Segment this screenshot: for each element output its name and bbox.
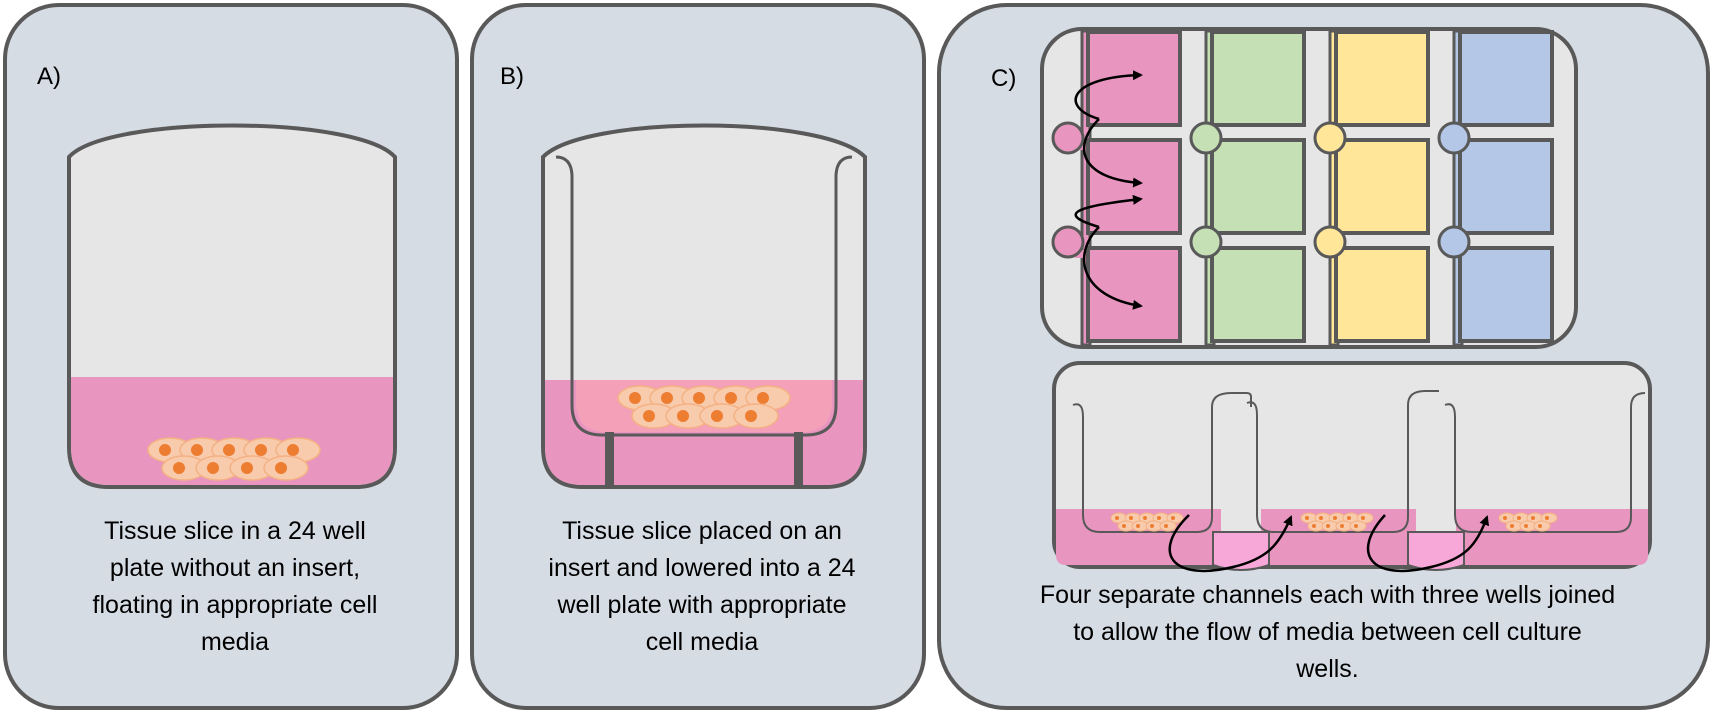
flow-arrow — [1074, 70, 1143, 121]
channel-yellow — [1313, 29, 1430, 347]
caption-line: Four separate channels each with three w… — [1039, 581, 1616, 609]
channel-blue — [1437, 29, 1554, 347]
caption-line: plate without an insert, — [109, 554, 361, 582]
channel-side-view — [1052, 361, 1652, 573]
panel-c-caption: Four separate channels each with three w… — [951, 577, 1704, 688]
insert-leg-left — [605, 432, 614, 487]
cell — [263, 455, 309, 481]
flow-arrow — [1074, 194, 1143, 229]
tissue-slice-left — [1110, 512, 1184, 532]
panel-c: C) — [937, 3, 1710, 710]
tissue-slice-right — [1498, 512, 1558, 532]
panel-a-well-diagram — [67, 123, 397, 489]
panel-b-well-diagram — [541, 123, 867, 489]
tissue-slice — [147, 437, 321, 481]
caption-line: to allow the flow of media between cell … — [1073, 618, 1582, 646]
cell — [733, 403, 779, 429]
channel-green — [1189, 29, 1306, 347]
caption-line: media — [200, 628, 270, 656]
insert-outline — [555, 155, 853, 437]
caption-line: cell media — [645, 628, 759, 656]
caption-line: floating in appropriate cell — [92, 591, 378, 619]
tissue-slice — [617, 385, 791, 429]
insert-leg-right — [794, 432, 803, 487]
flow-arrow — [1168, 514, 1293, 573]
tissue-slice-middle — [1300, 512, 1374, 532]
panel-c-diagram — [1040, 27, 1652, 573]
caption-line: insert and lowered into a 24 — [548, 554, 856, 582]
insert-right — [1444, 392, 1646, 533]
panel-b-label: B) — [500, 63, 524, 90]
cell — [631, 403, 677, 429]
caption-line: Tissue slice in a 24 well — [104, 517, 366, 545]
panel-c-label: C) — [991, 65, 1017, 92]
insert-left — [1072, 392, 1252, 533]
flow-arrow — [1366, 514, 1490, 573]
flow-arrow — [1082, 118, 1143, 188]
cell — [161, 455, 207, 481]
cell — [195, 455, 241, 481]
insert-middle — [1246, 390, 1439, 533]
panel-b-caption: Tissue slice placed on an insert and low… — [482, 513, 922, 661]
flow-arrow — [1082, 226, 1143, 310]
panel-a: A) Tissue slice in a 24 well plate witho… — [3, 3, 459, 710]
caption-line: well plate with appropriate — [557, 591, 847, 619]
media-well-left — [1056, 509, 1221, 565]
cell — [665, 403, 711, 429]
caption-line: wells. — [1296, 655, 1359, 683]
panel-a-caption: Tissue slice in a 24 well plate without … — [15, 513, 455, 661]
panel-a-label: A) — [37, 63, 61, 90]
panel-b: B) Tissue slice placed on an insert and … — [470, 3, 926, 710]
connector-right — [1407, 531, 1465, 571]
plate-top-view — [1040, 27, 1578, 349]
caption-line: Tissue slice placed on an — [562, 517, 842, 545]
